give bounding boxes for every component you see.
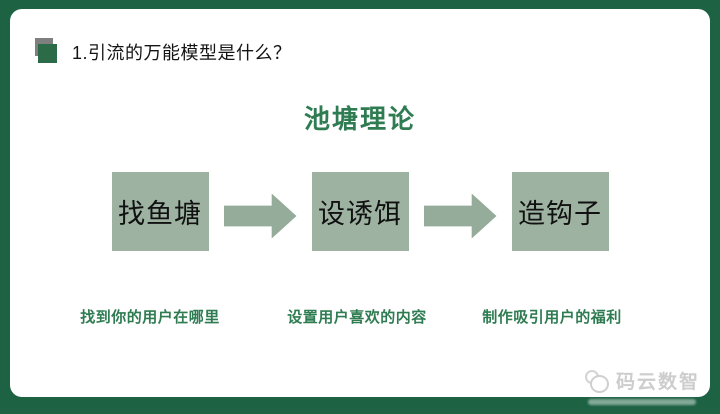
slide-header: 1.引流的万能模型是什么？	[35, 38, 292, 66]
bullet-squares-icon	[35, 38, 59, 66]
flow-node-2: 设诱饵	[311, 171, 409, 251]
flow-node-3: 造钩子	[511, 171, 609, 251]
bullet-square-green	[38, 44, 57, 63]
flow-node-1: 找鱼塘	[111, 171, 209, 251]
faint-watermark-smudge	[588, 399, 696, 405]
flow-caption-2: 设置用户喜欢的内容	[287, 309, 427, 326]
flow-diagram: 找鱼塘 设诱饵 造钩子	[10, 166, 710, 256]
brand-name: 码云数智	[615, 372, 700, 393]
arrow-right-icon	[223, 193, 297, 239]
main-title: 池塘理论	[303, 104, 416, 134]
header-title: 1.引流的万能模型是什么？	[72, 43, 292, 63]
flow-caption-3: 制作吸引用户的福利	[482, 309, 622, 326]
arrow-right-icon	[423, 193, 497, 239]
slide-card: 1.引流的万能模型是什么？ 池塘理论 找鱼塘 设诱饵 造钩子 找到你的用户在哪里…	[10, 9, 710, 405]
cloud-bubbles-icon	[584, 368, 612, 394]
brand-watermark: 码云数智	[584, 367, 700, 394]
flow-caption-1: 找到你的用户在哪里	[80, 309, 220, 326]
